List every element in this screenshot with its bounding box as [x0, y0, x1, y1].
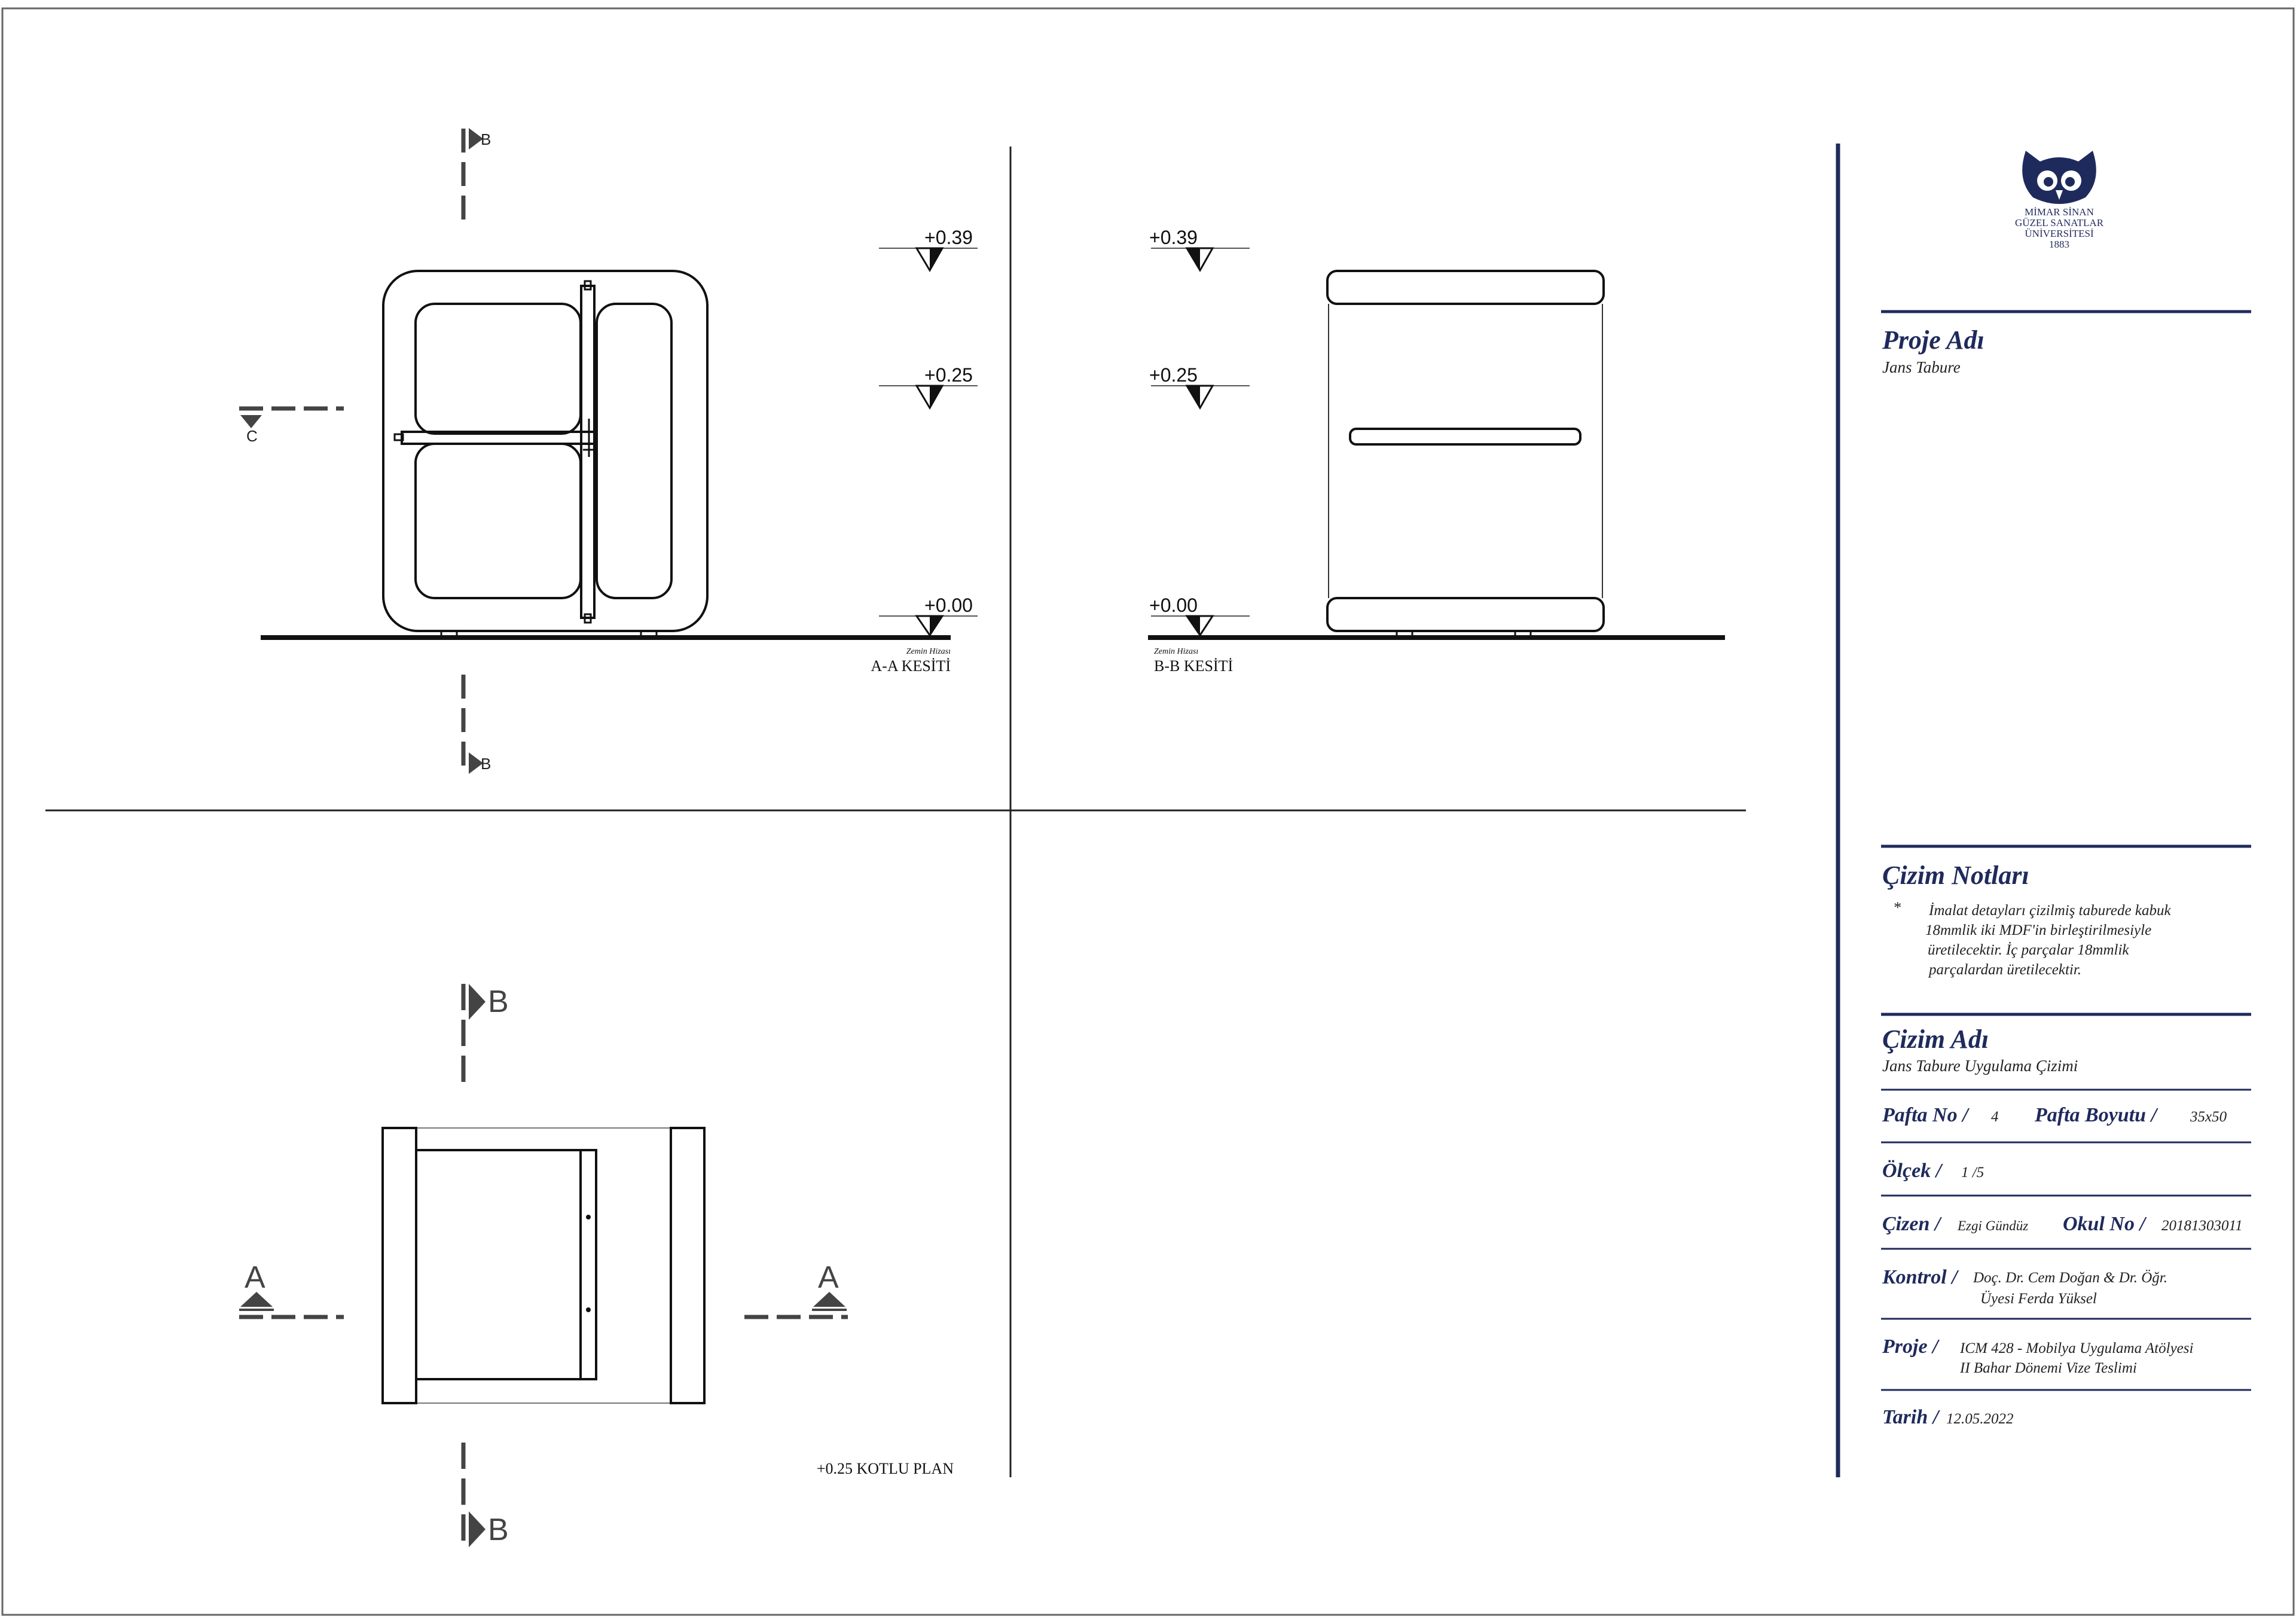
vertical-panel [580, 285, 596, 619]
notes-line: 18mmlik iki MDF'in birleştirilmesiyle [1925, 922, 2151, 938]
section-marker-b-top: B [461, 128, 491, 227]
plan-view: B B A A +0.25 KOTLU PLAN [239, 984, 954, 1547]
control-label: Kontrol / [1882, 1266, 1959, 1288]
level-marker: +0.39 [879, 227, 978, 272]
vertical-panel [579, 1149, 597, 1380]
level-value: +0.25 [1149, 364, 1198, 386]
project-value: ICM 428 - Mobilya Uygulama Atölyesi [1959, 1340, 2193, 1356]
panel-tab [584, 280, 592, 291]
level-marker: +0.25 [879, 364, 978, 410]
project-value: II Bahar Dönemi Vize Teslimi [1959, 1360, 2137, 1376]
notes-heading: Çizim Notları [1882, 861, 2029, 890]
section-marker-label: C [246, 427, 258, 445]
level-marker: +0.39 [1149, 227, 1250, 272]
level-marker: +0.00 [1149, 594, 1250, 637]
section-marker-a-left: A [239, 1260, 344, 1319]
section-marker-b-bottom: B [461, 1443, 509, 1547]
sheet-size-label: Pafta Boyutu / [2034, 1104, 2159, 1126]
stool-foot [1396, 630, 1413, 639]
scale-value: 1 /5 [1961, 1164, 1984, 1181]
panel-tab [584, 613, 592, 624]
date-label: Tarih / [1882, 1406, 1941, 1428]
project-label: Proje / [1882, 1336, 1940, 1358]
school-no-value: 20181303011 [2161, 1218, 2243, 1234]
inner-opening [414, 443, 582, 599]
sheet-no-label: Pafta No / [1882, 1104, 1970, 1126]
middle-shelf [1349, 428, 1581, 446]
level-value: +0.00 [1149, 594, 1198, 616]
view-title: B-B KESİTİ [1154, 657, 1233, 675]
title-block: MİMAR SİNAN GÜZEL SANATLAR ÜNİVERSİTESİ … [1881, 151, 2251, 1428]
section-marker-b-top: B [461, 984, 509, 1089]
logo-text: ÜNİVERSİTESİ [2025, 228, 2094, 239]
notes-bullet: * [1893, 899, 1901, 916]
drawn-by-label: Çizen / [1882, 1213, 1943, 1235]
logo-text: 1883 [2049, 239, 2069, 250]
section-marker-label: B [481, 130, 491, 148]
bottom-panel [1326, 597, 1605, 632]
inner-opening [414, 303, 582, 435]
date-value: 12.05.2022 [1946, 1411, 2014, 1427]
notes-line: İmalat detayları çizilmiş taburede kabuk [1928, 903, 2171, 919]
ground-label: Zemin Hizası [1154, 647, 1198, 656]
level-marker: +0.25 [1149, 364, 1250, 410]
control-value: Doç. Dr. Cem Doğan & Dr. Öğr. [1973, 1269, 2167, 1286]
section-marker-label: B [481, 755, 491, 773]
section-marker-label: B [488, 1513, 509, 1547]
level-value: +0.39 [924, 227, 973, 248]
project-name-value: Jans Tabure [1882, 358, 1961, 376]
dowel-hole [586, 1307, 591, 1312]
section-marker-label: A [245, 1260, 265, 1295]
side-panel [670, 1127, 706, 1404]
view-title: A-A KESİTİ [871, 657, 951, 675]
level-marker: +0.00 [879, 594, 978, 637]
section-bb-view: +0.39 +0.25 +0.00 Zemin Hizası B-B KESİT… [1148, 227, 1725, 675]
level-value: +0.39 [1149, 227, 1198, 248]
sheet-border [1, 7, 2295, 1616]
sheet-size-value: 35x50 [2190, 1109, 2227, 1125]
control-value: Üyesi Ferda Yüksel [1980, 1290, 2097, 1307]
level-value: +0.00 [924, 594, 973, 616]
drawing-name-heading: Çizim Adı [1882, 1025, 1989, 1054]
side-panel [381, 1127, 417, 1404]
section-marker-a-right: A [744, 1260, 848, 1319]
ground-label: Zemin Hizası [906, 647, 951, 656]
stool-foot [1514, 630, 1532, 639]
section-marker-c: C [239, 406, 344, 445]
top-panel [1326, 270, 1605, 305]
stool-shell [382, 270, 709, 632]
scale-label: Ölçek / [1882, 1160, 1944, 1182]
sheet-no-value: 4 [1991, 1109, 1999, 1125]
stool-foot [440, 630, 458, 639]
drawing-name-value: Jans Tabure Uygulama Çizimi [1882, 1057, 2078, 1075]
section-marker-b-bottom: B [461, 675, 491, 774]
horizontal-shelf [401, 431, 598, 445]
notes-line: üretilecektir. İç parçalar 18mmlik [1928, 942, 2129, 958]
logo-text: GÜZEL SANATLAR [2015, 217, 2104, 228]
section-marker-label: B [488, 984, 509, 1019]
dowel-hole [586, 1215, 591, 1219]
logo-text: MİMAR SİNAN [2025, 206, 2094, 218]
inner-opening [596, 303, 673, 599]
owl-logo-icon [2022, 151, 2096, 204]
view-title: +0.25 KOTLU PLAN [817, 1460, 954, 1477]
shelf-tab [393, 433, 404, 441]
notes-line: parçalardan üretilecektir. [1928, 962, 2081, 978]
section-marker-label: A [818, 1260, 839, 1295]
school-no-label: Okul No / [2063, 1213, 2147, 1235]
project-name-heading: Proje Adı [1882, 325, 1984, 355]
shelf-top [415, 1149, 582, 1380]
stool-foot [640, 630, 658, 639]
level-value: +0.25 [924, 364, 973, 386]
drawn-by-value: Ezgi Gündüz [1957, 1218, 2028, 1233]
section-aa-view: B B C +0.39 +0.25 [239, 128, 978, 774]
